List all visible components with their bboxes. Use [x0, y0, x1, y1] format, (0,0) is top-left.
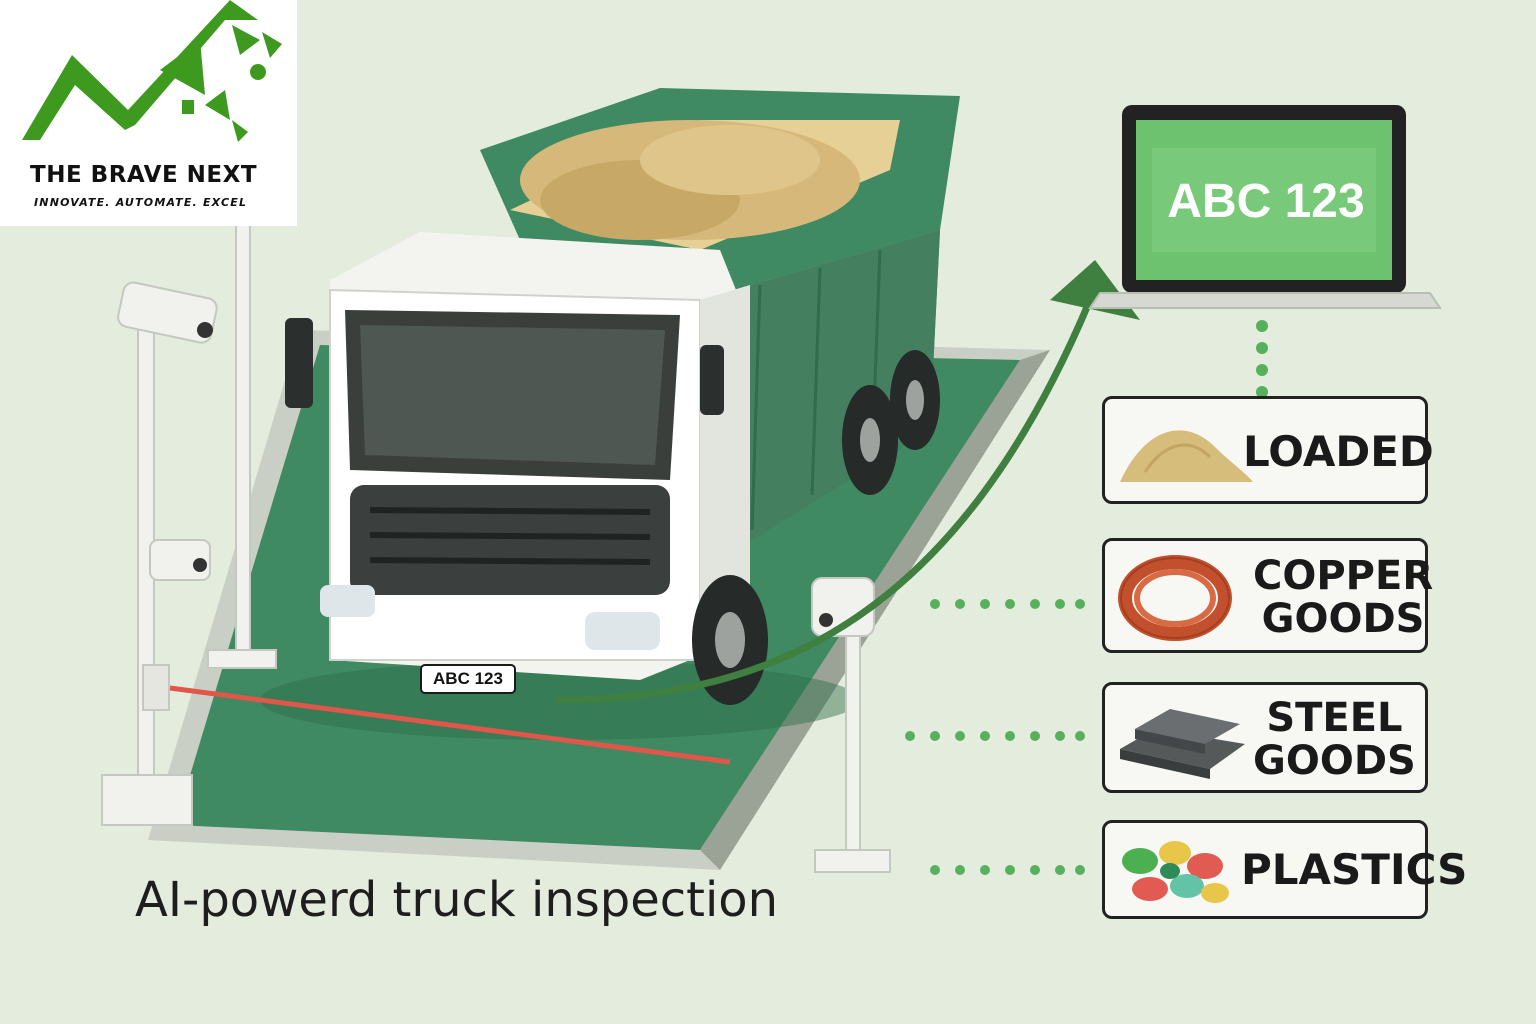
laptop	[1088, 105, 1442, 309]
category-card-copper: COPPER GOODS	[1102, 538, 1433, 653]
truck-cab	[285, 232, 750, 680]
brand-tagline: INNOVATE. AUTOMATE. EXCEL	[34, 196, 248, 209]
sand-pile-icon	[1120, 430, 1253, 482]
category-card-steel: STEEL GOODS	[1102, 682, 1428, 793]
license-plate: ABC 123	[420, 664, 516, 694]
dotted-connectors	[905, 320, 1268, 875]
category-card-loaded: LOADED	[1102, 396, 1434, 504]
plastic-pieces-icon	[1122, 841, 1229, 903]
brand-name: THE BRAVE NEXT	[30, 162, 258, 188]
laser-beam	[169, 685, 731, 765]
category-label: PLASTICS	[1241, 845, 1468, 894]
camera-lens-icon	[819, 613, 833, 627]
brand-logo: THE BRAVE NEXT INNOVATE. AUTOMATE. EXCEL	[0, 0, 297, 226]
camera-lens-icon	[193, 558, 207, 572]
left-camera-pole	[101, 224, 277, 826]
copper-coil-icon	[1118, 555, 1232, 641]
category-card-plastics: PLASTICS	[1102, 820, 1467, 919]
category-label: LOADED	[1243, 427, 1434, 476]
steel-bars-icon	[1120, 709, 1245, 779]
brand-mark-icon	[22, 0, 282, 142]
category-label: COPPER GOODS	[1253, 553, 1434, 643]
category-label: STEEL GOODS	[1253, 695, 1416, 785]
plate-readout: ABC 123	[1167, 174, 1365, 228]
page-caption: AI-powerd truck inspection	[135, 872, 779, 928]
data-flow-arrow	[554, 298, 1094, 704]
camera-lens-icon	[197, 322, 213, 338]
